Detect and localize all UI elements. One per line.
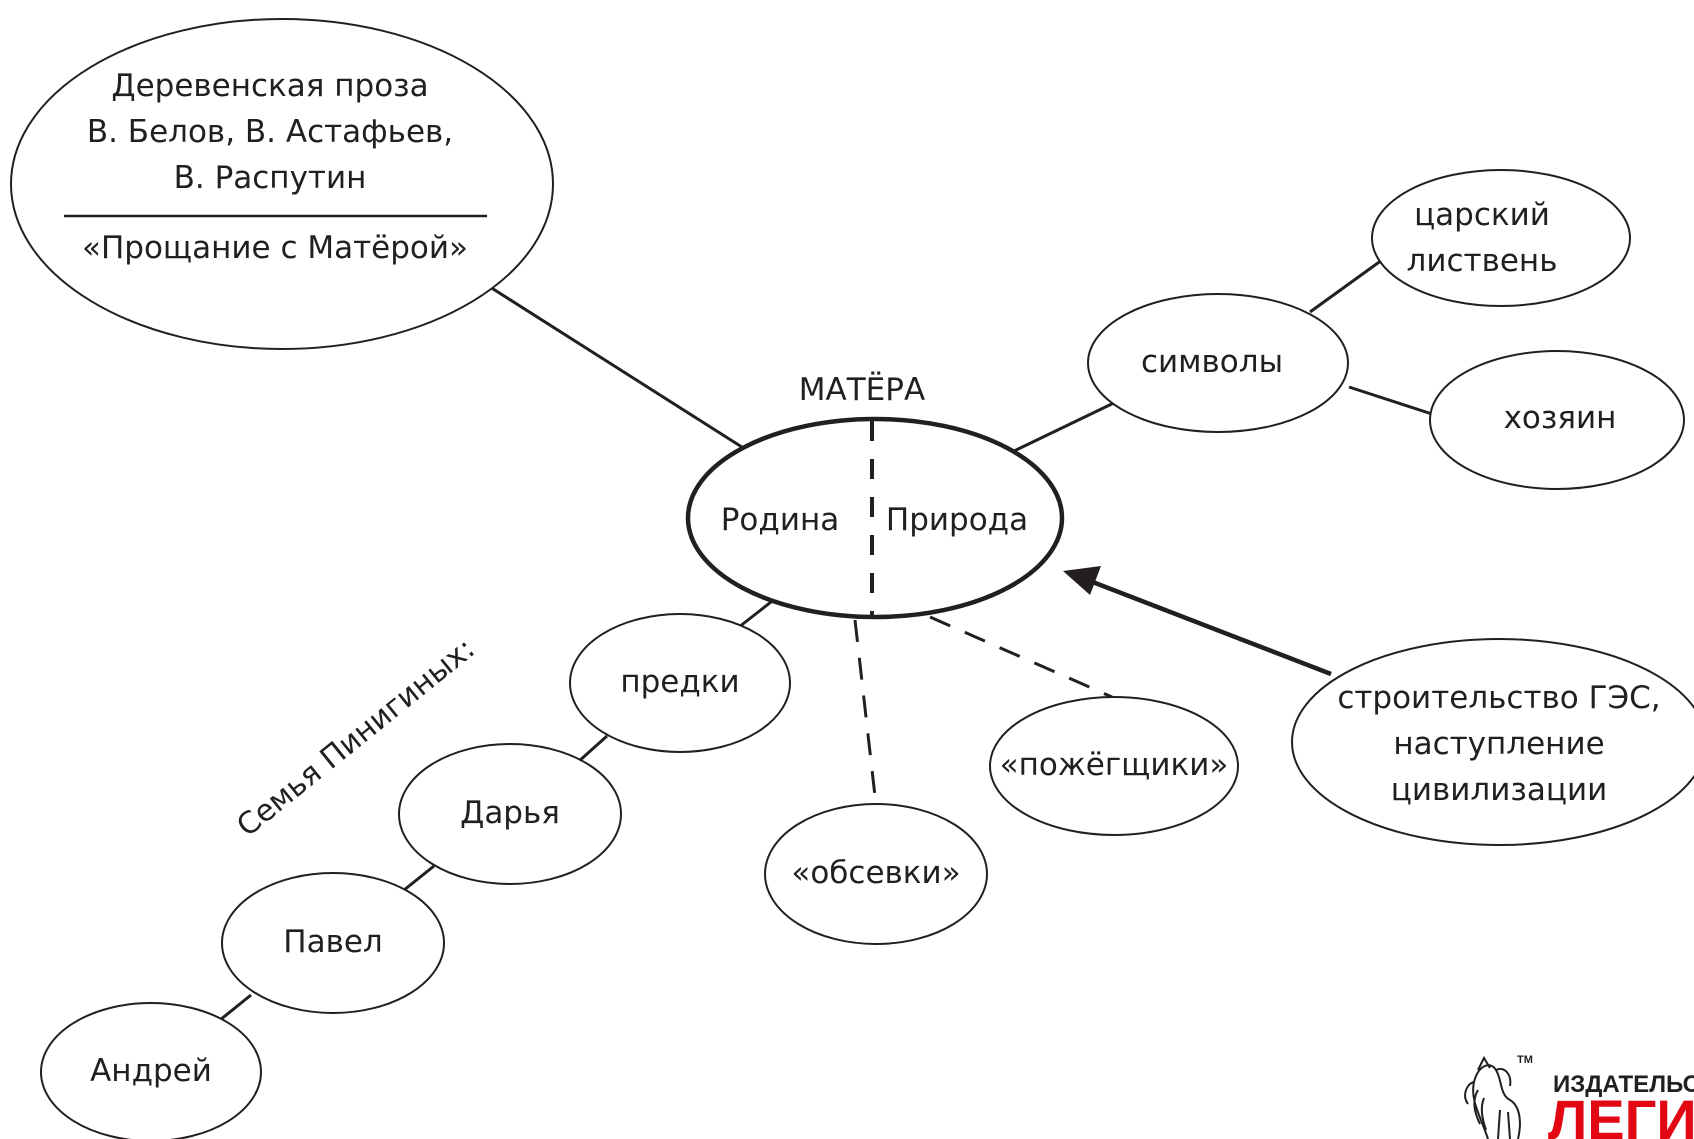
source-ellipse <box>10 18 554 350</box>
connector-center-to-symbols <box>1011 398 1121 454</box>
connector-predki-to-darya <box>576 734 609 764</box>
connector-symbols-to-tsarsky <box>1309 258 1383 314</box>
andrey-ellipse <box>40 1002 262 1139</box>
pavel-ellipse <box>221 872 445 1014</box>
source-line-3: В. Распутин <box>174 160 367 196</box>
logo-tm: TM <box>1517 1054 1533 1066</box>
pozhegshchiki-label: «пожёгщики» <box>1000 747 1229 783</box>
symbols-ellipse <box>1087 293 1349 433</box>
hozyain-ellipse <box>1429 350 1685 490</box>
connector-darya-to-pavel <box>403 864 435 892</box>
tsarsky-line-2: листвень <box>1407 243 1558 279</box>
obsevki-label: «обсевки» <box>791 855 960 891</box>
center-title: МАТЁРА <box>799 372 925 408</box>
predki-label: предки <box>620 664 739 700</box>
logo-line-1: ИЗДАТЕЛЬС <box>1553 1071 1694 1098</box>
connector-center-to-predki <box>738 600 772 629</box>
pozhegshchiki-ellipse <box>989 696 1239 836</box>
tsarsky-ellipse <box>1371 169 1631 307</box>
connector-center-to-pozhegshchiki <box>929 615 1113 699</box>
pavel-label: Павел <box>283 924 382 960</box>
center-left-label: Родина <box>721 502 840 538</box>
ges-line-1: строительство ГЭС, <box>1337 680 1660 716</box>
ges-line-3: цивилизации <box>1391 772 1608 808</box>
source-line-1: Деревенская проза <box>111 68 428 104</box>
darya-ellipse <box>398 743 622 885</box>
darya-label: Дарья <box>460 795 560 831</box>
ges-line-2: наступление <box>1393 726 1604 762</box>
connector-center-to-obsevki <box>853 619 878 806</box>
source-line-2: В. Белов, В. Астафьев, <box>87 114 453 150</box>
predki-ellipse <box>569 613 791 753</box>
publisher-logo: TM ИЗДАТЕЛЬС ЛЕГИО <box>1464 1054 1694 1139</box>
source-work-title: «Прощание с Матёрой» <box>82 230 468 266</box>
arrowhead-icon <box>1063 566 1101 595</box>
connector-source-to-center <box>489 285 746 451</box>
ges-ellipse <box>1291 638 1694 846</box>
andrey-label: Андрей <box>90 1053 212 1089</box>
arrow-ges-to-center <box>1089 578 1332 677</box>
connector-pavel-to-andrey <box>219 993 252 1022</box>
obsevki-ellipse <box>764 803 988 945</box>
center-ellipse <box>685 416 1065 620</box>
horse-logo-icon <box>1464 1055 1521 1139</box>
hozyain-label: хозяин <box>1504 400 1617 436</box>
symbols-label: символы <box>1141 344 1283 380</box>
tsarsky-line-1: царский <box>1414 197 1550 233</box>
logo-line-2: ЛЕГИО <box>1548 1088 1694 1139</box>
connector-symbols-to-hozyain <box>1348 385 1433 416</box>
center-right-label: Природа <box>886 502 1028 538</box>
